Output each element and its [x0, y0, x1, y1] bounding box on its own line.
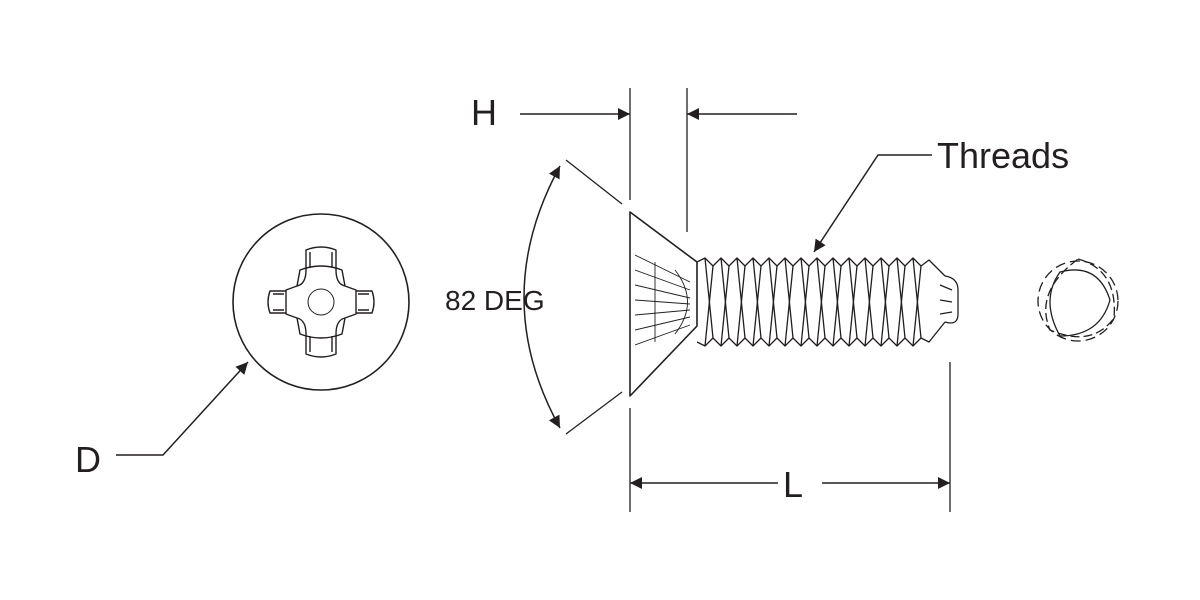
length-callout: L	[630, 464, 950, 505]
threads-label: Threads	[937, 135, 1069, 176]
diameter-callout: D	[75, 361, 249, 480]
screw-side-view	[629, 211, 959, 397]
trilobular-thread-icon	[1037, 258, 1119, 342]
angle-callout: 82 DEG	[445, 165, 561, 429]
angle-label: 82 DEG	[445, 285, 545, 316]
threads-callout: Threads	[813, 135, 1069, 253]
head-height-callout: H	[471, 92, 797, 133]
phillips-drive-icon	[232, 213, 410, 391]
diameter-label: D	[75, 439, 101, 480]
head-height-label: H	[471, 92, 497, 133]
length-label: L	[783, 464, 803, 505]
